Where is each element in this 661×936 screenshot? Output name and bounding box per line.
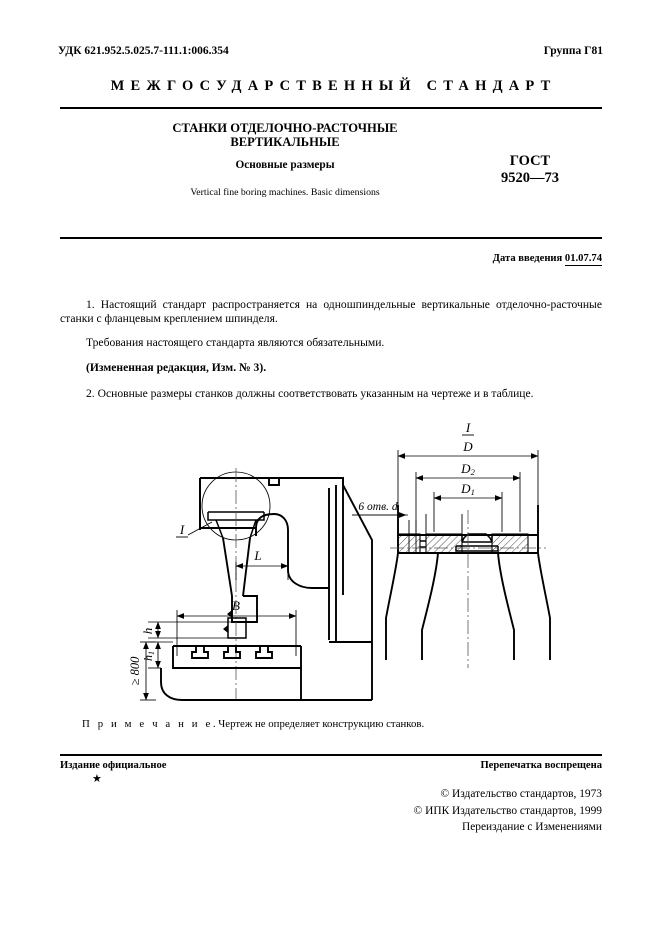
udk-code: УДК 621.952.5.025.7-111.1:006.354 — [58, 45, 229, 57]
copyright-line-2: © ИПК Издательство стандартов, 1999 — [413, 804, 602, 817]
paragraph-revision-note: (Измененная редакция, Изм. № 3). — [86, 361, 267, 374]
holes-label: 6 отв. d — [358, 501, 397, 513]
effective-date: Дата введения 01.07.74 — [300, 253, 602, 266]
footer-divider-rule — [60, 754, 602, 757]
header-divider-rule — [60, 107, 602, 110]
dimension-label-L: L — [253, 548, 261, 563]
document-title-english: Vertical fine boring machines. Basic dim… — [190, 187, 380, 198]
paragraph-2: Требования настоящего стандарта являются… — [86, 336, 385, 349]
gost-label: ГОСТ — [509, 153, 551, 169]
document-title: СТАНКИ ОТДЕЛОЧНО-РАСТОЧНЫЕ ВЕРТИКАЛЬНЫЕ — [120, 121, 450, 149]
udk-line: УДК 621.952.5.025.7-111.1:006.354 Группа… — [58, 45, 603, 57]
copyright-line-1: © Издательство стандартов, 1973 — [440, 788, 602, 800]
technical-drawing: L B h — [60, 410, 602, 710]
group-code: Группа Г81 — [543, 45, 603, 57]
dimension-L — [235, 556, 289, 580]
dimension-D2 — [415, 472, 521, 532]
dimension-label-min-height: ≥ 800 — [128, 656, 142, 685]
dimension-h — [148, 621, 232, 639]
detail-marker-right: I — [465, 420, 471, 435]
machine-base — [160, 641, 373, 701]
gost-designation: ГОСТ 9520—73 — [470, 153, 590, 187]
copyright-line-3: Переиздание с Изменениями — [462, 821, 602, 833]
reprint-prohibited-label: Перепечатка воспрещена — [480, 760, 602, 771]
dimension-B — [176, 610, 297, 656]
effective-date-value: 01.07.74 — [564, 253, 602, 266]
standard-type-heading: МЕЖГОСУДАРСТВЕННЫЙ СТАНДАРТ — [110, 78, 557, 94]
dimension-D1 — [433, 492, 503, 532]
spindle-boss — [420, 533, 499, 552]
drawing-note: П р и м е ч а н и е. Чертеж не определяе… — [82, 718, 602, 730]
document-subtitle: Основные размеры — [235, 159, 335, 171]
dimension-label-D2: D2 — [460, 461, 475, 477]
copyright-block: © Издательство стандартов, 1973 © ИПК Из… — [280, 786, 602, 836]
dimension-label-B: B — [232, 598, 240, 613]
detail-marker-left-leader — [187, 521, 213, 536]
title-divider-rule — [60, 237, 602, 240]
workpiece-block — [223, 617, 247, 639]
dimension-label-D: D — [462, 439, 473, 454]
dimension-D — [397, 450, 539, 532]
paragraph-1: 1. Настоящий стандарт распространяется н… — [60, 298, 602, 326]
document-title-line-2: ВЕРТИКАЛЬНЫЕ — [230, 135, 340, 149]
document-title-line-1: СТАНКИ ОТДЕЛОЧНО-РАСТОЧНЫЕ — [172, 121, 398, 135]
machine-table — [172, 645, 302, 669]
official-edition-label: Издание официальное — [60, 760, 167, 771]
dimension-min-height — [140, 641, 156, 701]
drawing-note-label: П р и м е ч а н и е — [82, 718, 213, 730]
spindle-quill — [222, 537, 258, 623]
dimension-label-h1: h1 — [141, 651, 156, 661]
detail-marker-left: I — [179, 522, 185, 537]
gost-number: 9520—73 — [501, 170, 559, 186]
drawing-note-text: . Чертеж не определяет конструкцию станк… — [212, 718, 425, 730]
machine-arm — [255, 513, 329, 589]
flange-detail-view: I — [352, 420, 551, 668]
machine-general-view: L B h — [128, 468, 373, 701]
star-icon: ★ — [92, 773, 102, 785]
flange-section-hatch — [398, 534, 528, 553]
effective-date-label: Дата введения — [492, 253, 563, 264]
dimension-label-D1: D1 — [460, 481, 475, 497]
paragraph-2-dimensions: 2. Основные размеры станков должны соотв… — [86, 387, 534, 400]
dimension-label-h: h — [140, 628, 155, 635]
spindle-head-box — [199, 478, 257, 536]
